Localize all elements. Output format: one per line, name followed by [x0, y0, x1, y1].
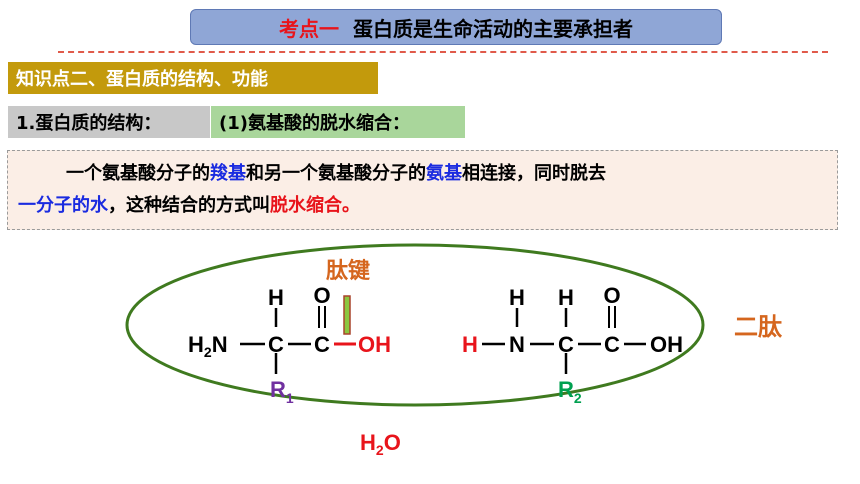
- topic-label: 考点一: [279, 16, 339, 41]
- aa2-r-group: R2: [558, 377, 582, 406]
- def-text-3: 相连接，同时脱去: [462, 163, 606, 184]
- dipeptide-diagram: 肽键 H O H2N C C OH R1 H H O H N C C OH R2…: [125, 243, 783, 458]
- subheading-structure: 1.蛋白质的结构：: [8, 106, 210, 138]
- aa2-r-subscript: 2: [574, 390, 582, 406]
- aa1-r-letter: R: [270, 377, 286, 402]
- def-text-1: 一个氨基酸分子的: [66, 163, 210, 184]
- aa2-top-h1: H: [509, 285, 525, 310]
- peptide-bond-marker: [343, 295, 351, 335]
- aa2-carboxyl-c: C: [604, 332, 620, 357]
- aa2-left-h: H: [462, 332, 478, 357]
- aa2-oh: OH: [650, 332, 683, 357]
- subheading-dehydration: (1)氨基酸的脱水缩合：: [211, 106, 465, 138]
- section-heading: 知识点二、蛋白质的结构、功能: [8, 62, 378, 94]
- aa1-top-h: H: [268, 285, 284, 310]
- subheading-dehydration-text: (1)氨基酸的脱水缩合：: [219, 113, 410, 134]
- aa2-n: N: [509, 332, 525, 357]
- aa2-top-h2: H: [558, 285, 574, 310]
- dipeptide-label: 二肽: [734, 314, 783, 341]
- water-formula: H2O: [360, 430, 401, 458]
- subheading-structure-text: 1.蛋白质的结构：: [16, 113, 162, 134]
- aa2-top-o: O: [603, 283, 620, 308]
- def-carboxyl: 羧基: [210, 163, 246, 184]
- aa1-carboxyl-c: C: [314, 332, 330, 357]
- topic-title-banner: 考点一 蛋白质是生命活动的主要承担者: [190, 9, 722, 45]
- water-h: H: [360, 430, 376, 455]
- aa1-amino-h-letter: H: [188, 332, 204, 357]
- reaction-ellipse: [125, 243, 705, 407]
- aa1-amino-n: N: [212, 332, 228, 357]
- aa1-amino-h-subscript: 2: [204, 344, 212, 360]
- aa1-r-group: R1: [270, 377, 294, 406]
- def-text-4: ，这种结合的方式叫: [108, 195, 270, 216]
- definition-box: 一个氨基酸分子的羧基和另一个氨基酸分子的氨基相连接，同时脱去一分子的水，这种结合…: [7, 150, 838, 230]
- aa1-r-subscript: 1: [286, 390, 294, 406]
- def-amino: 氨基: [426, 163, 462, 184]
- topic-title: 蛋白质是生命活动的主要承担者: [353, 16, 633, 41]
- water-subscript: 2: [376, 442, 384, 458]
- aa1-alpha-c: C: [268, 332, 284, 357]
- aa1-amino-h: H2N: [188, 332, 228, 360]
- aa1-top-o: O: [313, 283, 330, 308]
- peptide-bond-label: 肽键: [326, 258, 370, 283]
- aa2-r-letter: R: [558, 377, 574, 402]
- aa2-alpha-c: C: [558, 332, 574, 357]
- water-o: O: [384, 430, 401, 455]
- section-title: 知识点二、蛋白质的结构、功能: [16, 69, 268, 90]
- dashed-divider: [58, 51, 828, 53]
- aa1-oh: OH: [358, 332, 391, 357]
- def-term: 脱水缩合。: [270, 195, 360, 216]
- def-water: 一分子的水: [18, 195, 108, 216]
- def-text-2: 和另一个氨基酸分子的: [246, 163, 426, 184]
